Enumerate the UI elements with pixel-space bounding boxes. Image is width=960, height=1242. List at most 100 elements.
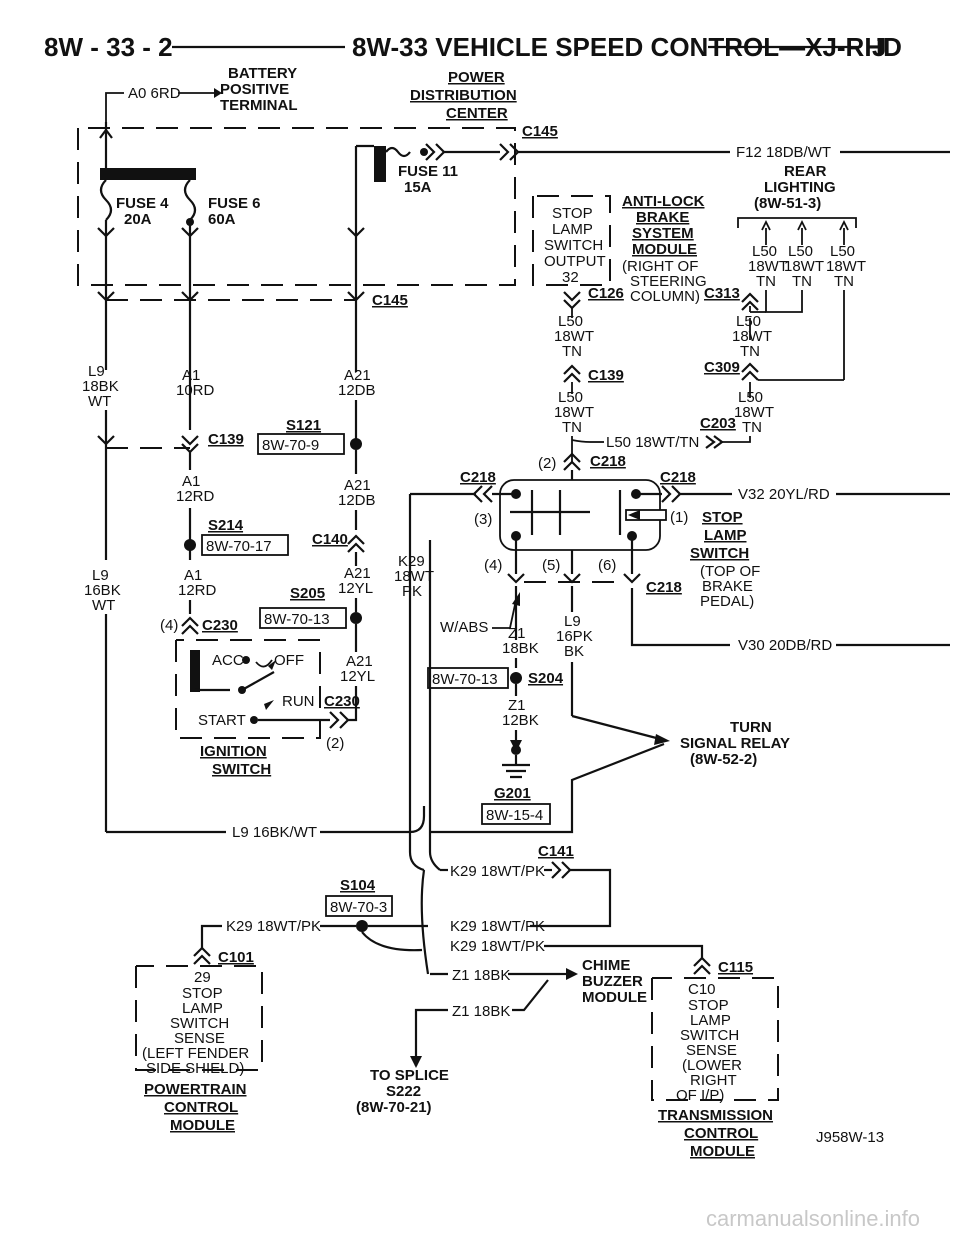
- z1-d-label: Z1 18BK: [452, 1003, 510, 1020]
- turn-signal-relay: TURN SIGNAL RELAY (8W-52-2): [680, 719, 790, 768]
- rear-lighting-bracket: [737, 217, 857, 228]
- k29-vert-2: 18WT: [394, 568, 434, 585]
- s104-label: S104: [340, 877, 376, 894]
- abs-module: STOP LAMP SWITCH OUTPUT 32 ANTI-LOCK BRA…: [532, 193, 707, 462]
- sls-plunger-arrow-icon: [628, 510, 640, 520]
- a21-low-2: 12YL: [338, 580, 373, 597]
- l50-b-3: TN: [562, 419, 582, 436]
- z1-b-1: Z1: [508, 697, 526, 714]
- rl-wire-2-c: TN: [792, 273, 812, 290]
- s205-label: S205: [290, 585, 325, 602]
- k29-vert-3: PK: [402, 583, 422, 600]
- abs-box-3: SWITCH: [544, 237, 603, 254]
- l50-d-2: 18WT: [734, 404, 774, 421]
- transmission-control-module: C10 STOP LAMP SWITCH SENSE (LOWER RIGHT …: [651, 977, 779, 1160]
- sls-pin-1: (1): [670, 509, 688, 526]
- z1-d-lead: [414, 1008, 448, 1050]
- abs-label-1: ANTI-LOCK: [622, 193, 705, 210]
- a21-top-2: 12DB: [338, 382, 376, 399]
- c218-bottom-icons: [507, 573, 641, 584]
- s214-ref-box: [201, 534, 289, 556]
- off-arrow-icon: [268, 660, 276, 670]
- l50-d-3: TN: [742, 419, 762, 436]
- z1-c-label: Z1 18BK: [452, 967, 510, 984]
- page-number: 8W - 33 - 2: [44, 32, 173, 62]
- c139-left-icon-2: [181, 435, 199, 454]
- pcm-box-5: (LEFT FENDER: [142, 1045, 249, 1062]
- ground-node: [511, 745, 521, 755]
- s205-ref-box: [259, 607, 347, 629]
- g201-ref: 8W-15-4: [486, 807, 543, 824]
- s121-node: [350, 438, 362, 450]
- c101-label: C101: [218, 949, 254, 966]
- ground-icon: [502, 763, 530, 779]
- sls-contact-6: [627, 531, 637, 541]
- abs-label-3: SYSTEM: [632, 225, 694, 242]
- tcm-box-5: (LOWER: [682, 1057, 742, 1074]
- sls-pin-2: (2): [538, 455, 556, 472]
- s214-ref: 8W-70-17: [206, 538, 272, 555]
- rl-wire-2-a: L50: [788, 243, 813, 260]
- pdc-label: POWER DISTRIBUTION CENTER: [410, 69, 517, 122]
- c230-side-icon: [329, 711, 350, 729]
- pcm-label-1: POWERTRAIN: [144, 1081, 247, 1098]
- tcm-pin: C10: [688, 981, 716, 998]
- powertrain-control-module: 29 STOP LAMP SWITCH SENSE (LEFT FENDER S…: [135, 965, 263, 1134]
- splice-note-3: (8W-70-21): [356, 1099, 432, 1116]
- c203-icon: [705, 435, 724, 449]
- l9-switch-3: BK: [564, 643, 584, 660]
- sls-note-1: (TOP OF: [700, 563, 760, 580]
- l50-horiz-bend: [571, 439, 591, 443]
- pcm-pin: 29: [194, 969, 211, 986]
- z1-b-2: 12BK: [502, 712, 539, 729]
- k29-curve-2: [428, 832, 441, 871]
- fuse-11-connector-icon: [347, 227, 365, 238]
- figure-id: J958W-13: [816, 1129, 884, 1146]
- acc-label: ACC: [212, 652, 244, 669]
- chime-label-3: MODULE: [582, 989, 647, 1006]
- c230-pin-label: (4): [160, 617, 178, 634]
- l50-b-2: 18WT: [554, 404, 594, 421]
- fuse-4-connector-icon: [97, 227, 115, 238]
- abs-loc-3: COLUMN): [630, 288, 700, 305]
- bus-connector-icon: [99, 128, 113, 139]
- v30-wire: [630, 588, 730, 647]
- c313-label: C313: [704, 285, 740, 302]
- s204-label: S204: [528, 670, 564, 687]
- pcm-box-4: SENSE: [174, 1030, 225, 1047]
- rear-lighting-label-1: REAR: [784, 163, 827, 180]
- sls-note-2: BRAKE: [702, 578, 753, 595]
- l9-mid-3: WT: [92, 597, 115, 614]
- splice-note-2: S222: [386, 1083, 421, 1100]
- tcm-label-2: CONTROL: [684, 1125, 758, 1142]
- c145-chevron-icon: [425, 143, 446, 161]
- stop-lamp-switch: V32 20YL/RD (3) (1) STOP LAMP SWITCH (TO…: [410, 470, 950, 654]
- s214-node: [184, 539, 196, 551]
- l9-switch-2: 16PK: [556, 628, 593, 645]
- l50-a-2: 18WT: [554, 328, 594, 345]
- battery-label-1: BATTERY: [228, 65, 297, 82]
- splice-arrow-icon: [410, 1056, 422, 1068]
- tcm-box: [651, 977, 779, 1101]
- rl-wire-3-c: TN: [834, 273, 854, 290]
- l50-b-1: L50: [558, 389, 583, 406]
- l50-e-2: 18WT: [732, 328, 772, 345]
- k29-d-wire: [544, 944, 704, 958]
- l9-top-1: L9: [88, 363, 105, 380]
- a21-bot-2: 12YL: [340, 668, 375, 685]
- f12-wire-label: F12 18DB/WT: [736, 144, 831, 161]
- c126-label: C126: [588, 285, 624, 302]
- abs-box-2: LAMP: [552, 221, 593, 238]
- sls-pin-3: (3): [474, 511, 492, 528]
- l9-top-3: WT: [88, 393, 111, 410]
- l9-bottom-bend: [409, 806, 426, 834]
- c309-icon: [741, 362, 759, 381]
- rl-wire-1-a: L50: [752, 243, 777, 260]
- abs-box-4: OUTPUT: [544, 253, 606, 270]
- splice-note-1: TO SPLICE: [370, 1067, 449, 1084]
- s121-ref-box: [257, 433, 345, 455]
- z1-branch-curve: [420, 869, 430, 975]
- g201-label: G201: [494, 785, 531, 802]
